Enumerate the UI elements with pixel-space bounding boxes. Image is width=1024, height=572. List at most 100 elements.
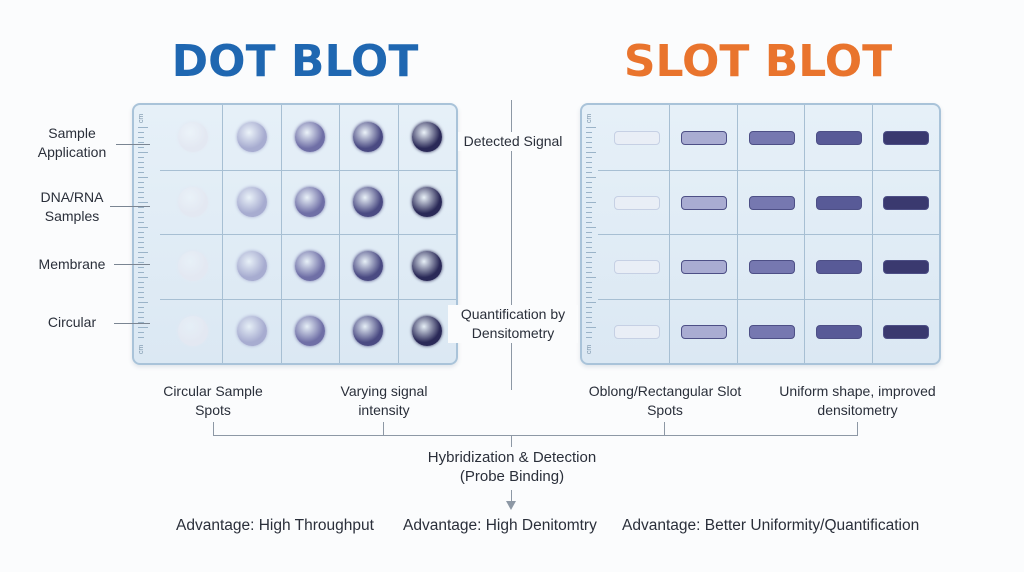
- ruler-tick: [138, 212, 144, 213]
- dot-spot: [236, 251, 267, 282]
- ruler-tick: [586, 252, 596, 253]
- ruler-tick: [138, 192, 144, 193]
- ruler-tick: [586, 227, 596, 228]
- ruler-tick: [586, 297, 592, 298]
- ruler-tick: [138, 317, 144, 318]
- leader-circular: [114, 323, 150, 324]
- grid-line-vertical: [737, 105, 738, 363]
- grid-line-vertical: [281, 105, 282, 363]
- arrow-shaft: [511, 490, 512, 502]
- grid-line-horizontal: [160, 234, 456, 235]
- dot-ruler-unit-top: cm: [138, 113, 146, 124]
- ruler-tick: [138, 197, 144, 198]
- dot-spot: [411, 251, 442, 282]
- ruler-tick: [586, 332, 592, 333]
- connector-horizontal: [213, 435, 858, 436]
- ruler-tick: [586, 172, 592, 173]
- ruler-tick: [138, 127, 148, 128]
- grid-line-horizontal: [160, 299, 456, 300]
- grid-line-horizontal: [598, 170, 939, 171]
- dot-spot: [411, 122, 442, 153]
- ruler-tick: [138, 172, 144, 173]
- ruler-tick: [138, 252, 148, 253]
- slot-spot: [681, 195, 728, 210]
- ruler-tick: [586, 197, 592, 198]
- slot-spot: [748, 195, 795, 210]
- ruler-tick: [138, 152, 148, 153]
- ruler-tick: [586, 147, 592, 148]
- grid-line-horizontal: [160, 170, 456, 171]
- ruler-tick: [138, 332, 144, 333]
- dot-spot: [411, 315, 442, 346]
- ruler-tick: [586, 132, 592, 133]
- ruler-tick: [138, 262, 144, 263]
- ruler-tick: [138, 177, 148, 178]
- ruler-tick: [586, 222, 592, 223]
- dot-spot: [236, 186, 267, 217]
- ruler-tick: [586, 302, 596, 303]
- dot-spot: [178, 122, 209, 153]
- connector-tick-2: [383, 422, 384, 436]
- ruler-tick: [586, 217, 592, 218]
- ruler-tick: [586, 192, 592, 193]
- ruler-tick: [138, 147, 144, 148]
- ruler-tick: [138, 182, 144, 183]
- leader-membrane: [114, 264, 150, 265]
- dot-spot: [178, 315, 209, 346]
- ruler-tick: [138, 167, 144, 168]
- slot-spot: [815, 131, 862, 146]
- grid-line-horizontal: [598, 299, 939, 300]
- ruler-tick: [138, 232, 144, 233]
- ruler-tick: [586, 267, 592, 268]
- label-quantification-densitometry: Quantification by Densitometry: [448, 305, 578, 343]
- ruler-tick: [586, 232, 592, 233]
- ruler-tick: [138, 162, 144, 163]
- label-oblong-slot-spots: Oblong/Rectangular Slot Spots: [588, 383, 742, 418]
- ruler-tick: [586, 282, 592, 283]
- ruler-tick: [586, 127, 596, 128]
- advantage-better-uniformity: Advantage: Better Uniformity/Quantificat…: [622, 517, 920, 534]
- ruler-tick: [138, 327, 148, 328]
- grid-line-vertical: [222, 105, 223, 363]
- slot-spot: [613, 131, 660, 146]
- ruler-tick: [586, 262, 592, 263]
- leader-dna-rna-samples: [110, 206, 150, 207]
- ruler-tick: [138, 277, 148, 278]
- ruler-tick: [138, 227, 148, 228]
- grid-line-vertical: [804, 105, 805, 363]
- label-dna-rna-samples: DNA/RNA Samples: [40, 189, 104, 224]
- ruler-tick: [138, 157, 144, 158]
- dot-spot: [236, 315, 267, 346]
- connector-tick-4: [857, 422, 858, 436]
- advantage-high-denitomtry: Advantage: High Denitomtry: [403, 517, 597, 534]
- label-circular: Circular: [47, 314, 97, 330]
- ruler-tick: [586, 207, 592, 208]
- slot-spot: [613, 324, 660, 339]
- dot-spot: [295, 315, 325, 346]
- dot-spot: [353, 186, 384, 217]
- ruler-tick: [586, 322, 592, 323]
- slot-ruler: cm cm: [582, 105, 604, 363]
- slot-spot: [613, 260, 660, 275]
- slot-ruler-unit-top: cm: [586, 113, 594, 124]
- label-circular-sample-spots: Circular Sample Spots: [163, 383, 263, 418]
- ruler-tick: [586, 247, 592, 248]
- dot-blot-title: DOT BLOT: [171, 36, 419, 87]
- ruler-tick: [586, 212, 592, 213]
- connector-center-down: [511, 435, 512, 447]
- ruler-tick: [586, 277, 596, 278]
- slot-spot: [748, 260, 795, 275]
- dot-spot: [236, 122, 267, 153]
- dot-ruler: cm cm: [134, 105, 156, 363]
- center-divider: [511, 100, 512, 390]
- ruler-tick: [138, 302, 148, 303]
- slot-spot: [815, 195, 862, 210]
- ruler-tick: [138, 297, 144, 298]
- ruler-tick: [138, 307, 144, 308]
- dot-spot: [295, 186, 325, 217]
- ruler-tick: [138, 137, 144, 138]
- slot-spot: [681, 260, 728, 275]
- ruler-tick: [586, 287, 592, 288]
- slot-spot: [681, 324, 728, 339]
- slot-spot: [815, 260, 862, 275]
